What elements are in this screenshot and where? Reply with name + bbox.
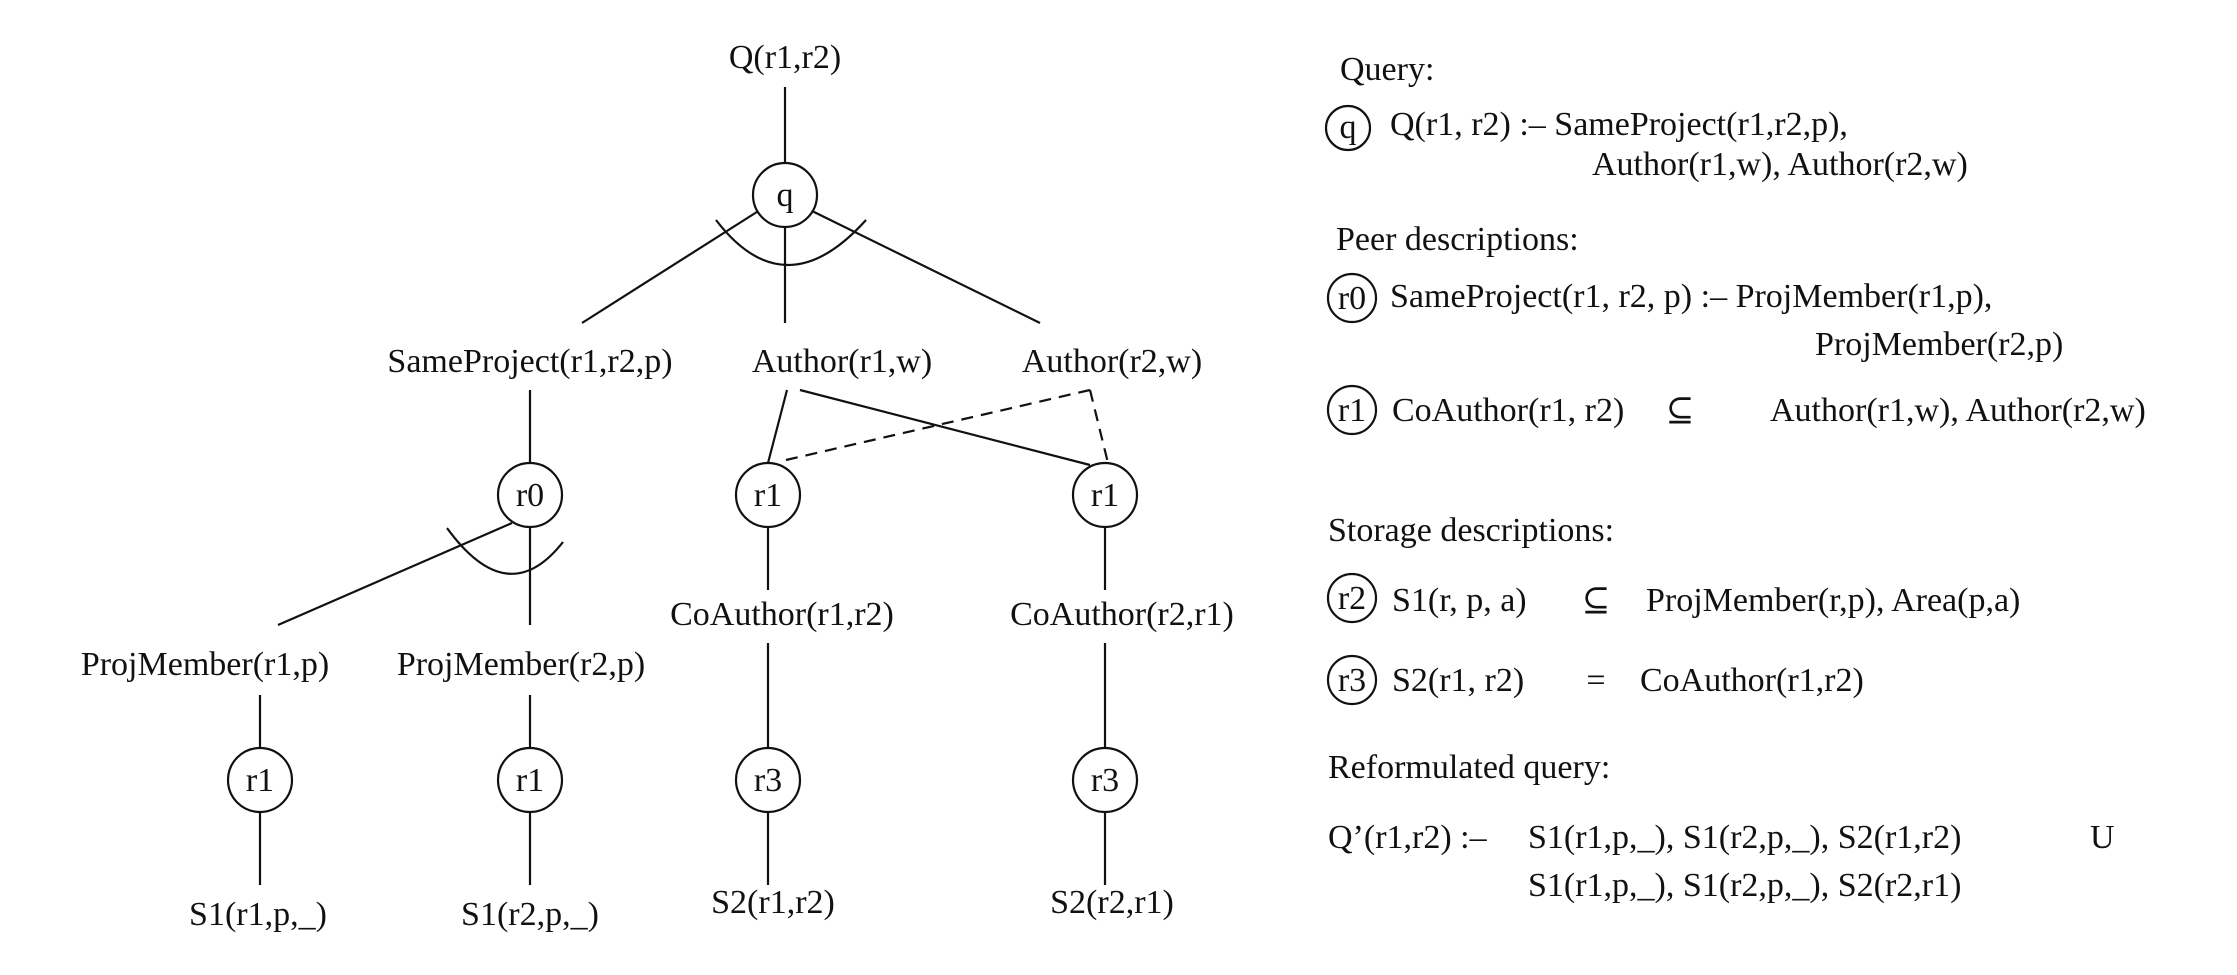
r1-label: r1: [1338, 392, 1366, 429]
node-q-circle: [751, 161, 819, 229]
query-line1: Q(r1, r2) :– SameProject(r1,r2,p),: [1390, 106, 1848, 143]
query-label: q: [1340, 109, 1357, 146]
edge-author2-r1right-dashed: [1088, 389, 1110, 464]
r0-label-circle: [1326, 272, 1378, 324]
reform-line1: S1(r1,p,_), S1(r2,p,_), S2(r1,r2): [1528, 819, 1961, 856]
node-r1-pm1-circle: [226, 746, 294, 814]
edge-q-sameproject: [581, 209, 761, 324]
r3-label-circle: [1326, 654, 1378, 706]
edge-r0-projmember1: [277, 521, 513, 627]
edge-author2-r1left-dashed: [785, 388, 1091, 462]
goal-root: Q(r1,r2): [729, 39, 841, 76]
goal-projmember1: ProjMember(r1,p): [81, 646, 329, 683]
goal-projmember2: ProjMember(r2,p): [397, 646, 645, 683]
node-r0-circle: [496, 461, 564, 529]
r3-label: r3: [1338, 662, 1366, 699]
node-r3-right-label: r3: [1091, 762, 1119, 799]
r2-label-circle: [1326, 572, 1378, 624]
goal-sameproject: SameProject(r1,r2,p): [387, 343, 672, 380]
goal-coauthor12: CoAuthor(r1,r2): [670, 596, 894, 633]
r0-line1: SameProject(r1, r2, p) :– ProjMember(r1,…: [1390, 278, 1992, 315]
reform-union: U: [2090, 819, 2115, 856]
query-line2: Author(r1,w), Author(r2,w): [1592, 146, 1968, 183]
node-r1-right-label: r1: [1091, 477, 1119, 514]
description-panel: Query: q Q(r1, r2) :– SameProject(r1,r2,…: [1324, 51, 2146, 904]
r3-lhs: S2(r1, r2): [1392, 662, 1524, 699]
edge-q-author2: [809, 209, 1041, 324]
r3-op: =: [1586, 662, 1605, 699]
node-r3-right-circle: [1071, 746, 1139, 814]
leaf-s2-r2r1: S2(r2,r1): [1050, 884, 1174, 921]
r2-label: r2: [1338, 580, 1366, 617]
r1-rhs: Author(r1,w), Author(r2,w): [1770, 392, 2146, 429]
leaf-s1-r2: S1(r2,p,_): [461, 896, 599, 933]
storage-heading: Storage descriptions:: [1328, 512, 1614, 549]
r3-rhs: CoAuthor(r1,r2): [1640, 662, 1864, 699]
node-r3-left-label: r3: [754, 762, 782, 799]
goal-coauthor21: CoAuthor(r2,r1): [1010, 596, 1234, 633]
peer-heading: Peer descriptions:: [1336, 221, 1579, 258]
edge-author1-r1left: [766, 389, 789, 464]
and-arc-q: [715, 219, 867, 266]
node-r1-pm1-label: r1: [246, 762, 274, 799]
node-q-label: q: [777, 177, 794, 214]
r1-op: ⊆: [1666, 392, 1695, 429]
tree-goal-labels: Q(r1,r2) SameProject(r1,r2,p) Author(r1,…: [81, 39, 1234, 933]
r1-lhs: CoAuthor(r1, r2): [1392, 392, 1624, 429]
node-r1-pm2-label: r1: [516, 762, 544, 799]
tree-edges: [258, 87, 1110, 885]
r0-line2: ProjMember(r2,p): [1815, 326, 2063, 363]
reform-heading: Reformulated query:: [1328, 749, 1610, 786]
r2-lhs: S1(r, p, a): [1392, 582, 1527, 619]
node-r3-left-circle: [734, 746, 802, 814]
r2-rhs: ProjMember(r,p), Area(p,a): [1646, 582, 2020, 619]
node-r1-pm2-circle: [496, 746, 564, 814]
node-r1-left-label: r1: [754, 477, 782, 514]
leaf-s1-r1: S1(r1,p,_): [189, 896, 327, 933]
r1-label-circle: [1326, 384, 1378, 436]
node-r1-left-circle: [734, 461, 802, 529]
tree-rule-nodes: q r0 r1 r1 r1 r1 r3 r3: [226, 161, 1139, 814]
query-heading: Query:: [1340, 51, 1434, 88]
goal-author2: Author(r2,w): [1022, 343, 1202, 380]
leaf-s2-r1r2: S2(r1,r2): [711, 884, 835, 921]
query-label-circle: [1324, 104, 1372, 152]
node-r0-label: r0: [516, 477, 544, 514]
node-r1-right-circle: [1071, 461, 1139, 529]
reform-line2: S1(r1,p,_), S1(r2,p,_), S2(r2,r1): [1528, 867, 1961, 904]
and-arc-r0: [446, 527, 564, 575]
reform-head: Q’(r1,r2) :–: [1328, 819, 1488, 856]
edge-author1-r1right: [799, 388, 1091, 467]
r0-label: r0: [1338, 280, 1366, 317]
goal-author1: Author(r1,w): [752, 343, 932, 380]
r2-op: ⊆: [1582, 582, 1611, 619]
